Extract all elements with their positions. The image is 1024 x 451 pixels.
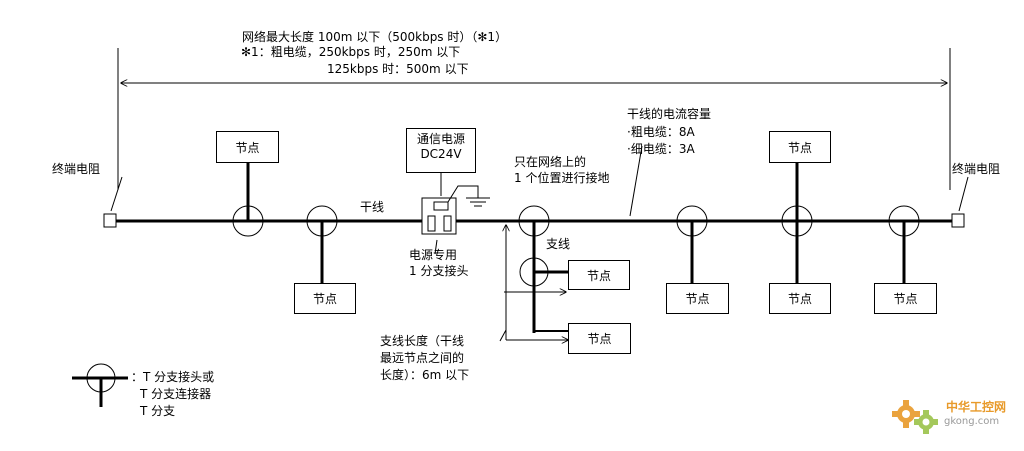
terminator-left-leader (110, 176, 123, 212)
capacity-leader (629, 145, 643, 217)
node-box: 节点 (769, 283, 831, 314)
gear-icon (892, 400, 938, 434)
ground-note-line2: 1 个位置进行接地 (514, 171, 610, 185)
node-box: 节点 (216, 131, 279, 163)
drop-label: 支线 (546, 237, 571, 251)
network-max-length-text: 网络最大长度 100m 以下（500kbps 时）（✻1） (242, 30, 508, 44)
thick-cable-125k-note: 125kbps 时：500m 以下 (327, 62, 469, 76)
power-tap-label-line1: 电源专用 (409, 248, 458, 262)
power-supply-name: 通信电源 (416, 132, 465, 146)
drop-length-dimension (499, 225, 568, 341)
terminator-right-shape (951, 213, 965, 228)
node-box: 节点 (666, 283, 729, 314)
watermark-name: 中华工控网 (946, 400, 1007, 414)
watermark-url: gkong.com (944, 416, 1000, 427)
drop-length-line1: 支线长度（干线 (380, 334, 465, 348)
ground-note-line1: 只在网络上的 (514, 155, 587, 169)
drop-length-line3: 长度）：6m 以下 (380, 368, 470, 382)
node-box: 节点 (874, 283, 937, 314)
power-supply-box: 通信电源 DC24V (406, 128, 476, 173)
legend-line2: T 分支连接器 (140, 387, 212, 401)
terminator-right-label: 终端电阻 (952, 162, 1001, 176)
node-box: 节点 (294, 283, 356, 314)
current-capacity-title: 干线的电流容量 (627, 107, 712, 121)
thick-cable-250k-note: ✻1：粗电缆，250kbps 时，250m 以下 (241, 45, 461, 59)
legend-line1: ：T 分支接头或 (131, 370, 215, 384)
power-tap (421, 162, 457, 235)
current-capacity-thin: ·细电缆：3A (627, 142, 695, 156)
terminator-left-label: 终端电阻 (52, 162, 101, 176)
network-length-dimension (117, 48, 951, 190)
tap-leader (434, 239, 438, 255)
node-box: 节点 (769, 131, 831, 163)
node-box: 节点 (568, 260, 630, 290)
ground-icon (447, 185, 490, 207)
t-branch-legend-icon (72, 363, 128, 407)
trunk-label: 干线 (360, 200, 385, 214)
power-tap-label-line2: 1 分支接头 (409, 264, 469, 278)
terminator-right-leader (958, 176, 969, 212)
power-supply-voltage: DC24V (420, 147, 462, 161)
legend-line3: T 分支 (140, 404, 176, 418)
node-box: 节点 (568, 323, 631, 354)
drop-length-line2: 最远节点之间的 (380, 351, 465, 365)
branch-line (519, 221, 568, 333)
current-capacity-thick: ·粗电缆：8A (627, 125, 695, 139)
terminator-left-shape (103, 213, 117, 228)
